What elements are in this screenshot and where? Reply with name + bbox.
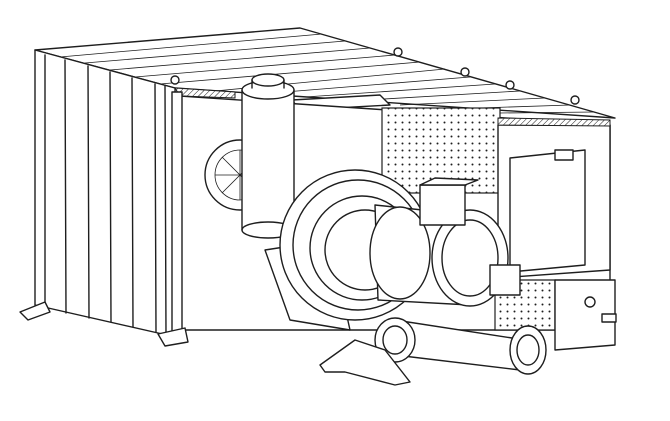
foot-front [157, 327, 189, 347]
roof-bolts [170, 47, 580, 105]
hole-icon [584, 296, 596, 308]
mounting-foot [319, 339, 411, 386]
intake-filter [241, 73, 295, 239]
enclosure-left-panel [19, 49, 189, 347]
foot-left [19, 301, 51, 321]
base-block [554, 279, 617, 351]
motor [369, 177, 521, 307]
discharge-pipe [374, 317, 547, 375]
control-cabinet [497, 117, 611, 279]
